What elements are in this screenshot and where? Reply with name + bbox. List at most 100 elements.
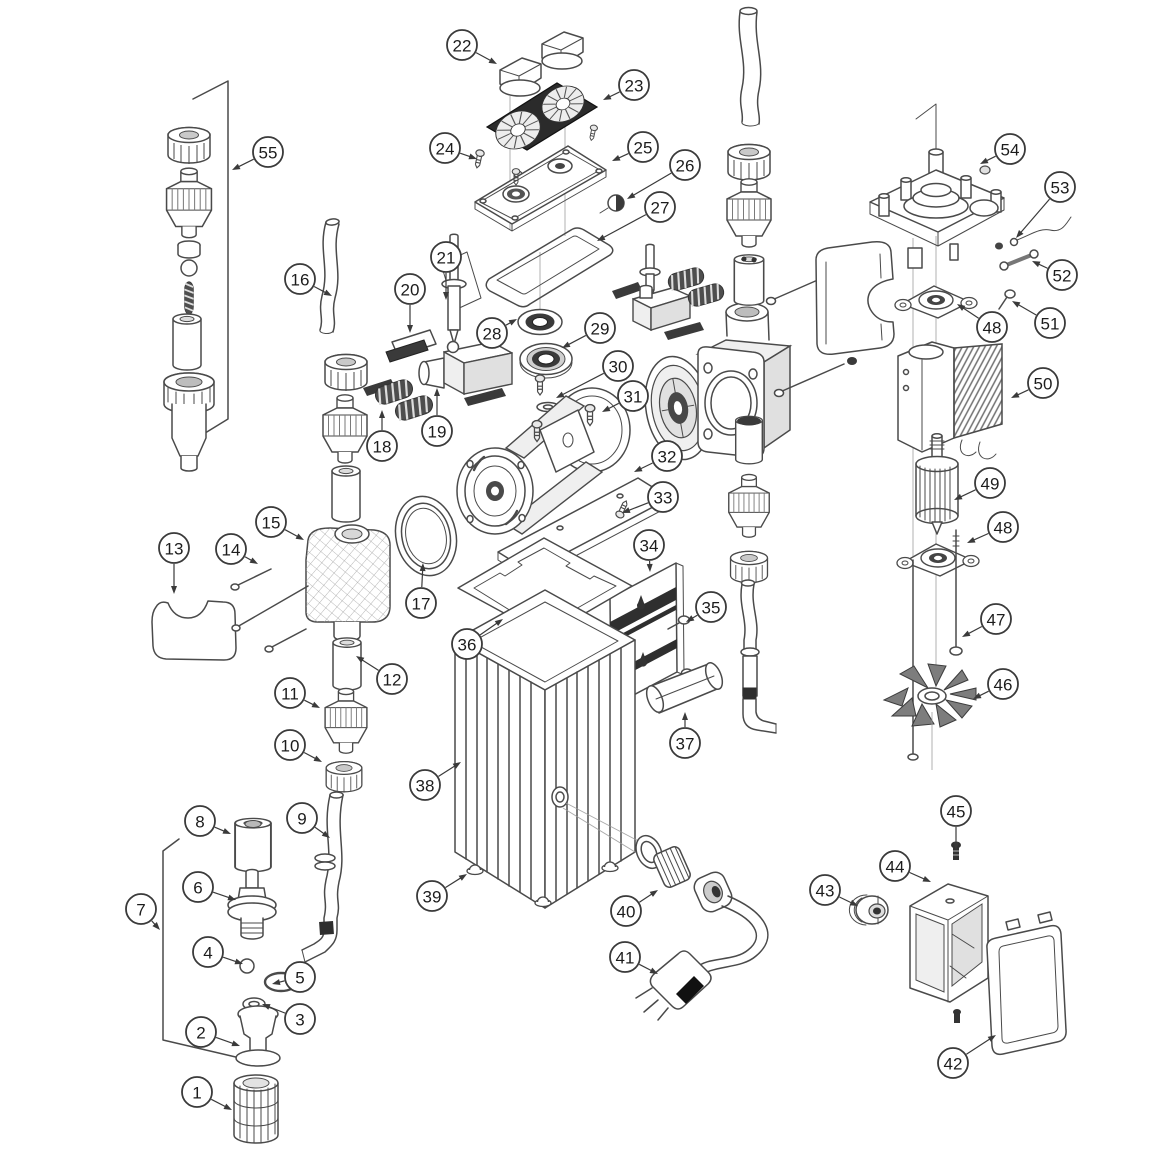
svg-text:32: 32 (658, 448, 677, 467)
callout-55: 55 (232, 136, 284, 170)
pump-mount-block-15 (305, 524, 391, 642)
svg-text:46: 46 (994, 676, 1013, 695)
cover-13 (151, 600, 237, 661)
svg-text:45: 45 (947, 803, 966, 822)
callout-6: 6 (182, 871, 236, 903)
callout-43: 43 (809, 874, 858, 906)
cover-plate-42 (953, 911, 1067, 1056)
ground-wire-53 (995, 216, 1072, 250)
svg-text:18: 18 (373, 438, 392, 457)
svg-text:35: 35 (702, 599, 721, 618)
svg-text:37: 37 (676, 735, 695, 754)
callout-21: 21 (430, 241, 462, 300)
svg-text:55: 55 (259, 144, 278, 163)
callout-28: 28 (476, 317, 517, 349)
svg-text:15: 15 (262, 514, 281, 533)
strap-52 (999, 249, 1039, 271)
fitting-stack-mid (322, 353, 368, 523)
svg-text:31: 31 (624, 388, 643, 407)
rotor-49 (915, 433, 959, 535)
callout-37: 37 (669, 712, 701, 759)
nut-10 (325, 760, 363, 794)
diaphragm (644, 355, 712, 461)
callout-17: 17 (405, 563, 437, 619)
svg-text:25: 25 (634, 139, 653, 158)
svg-text:27: 27 (651, 199, 670, 218)
callout-29: 29 (562, 312, 616, 348)
fan-46 (882, 663, 977, 770)
injection-valve-6 (227, 868, 277, 940)
callout-31: 31 (602, 380, 649, 412)
callout-9: 9 (286, 802, 330, 838)
callout-20: 20 (394, 273, 426, 333)
svg-text:19: 19 (428, 423, 447, 442)
svg-text:28: 28 (483, 325, 502, 344)
callout-46: 46 (973, 668, 1019, 700)
callout-5: 5 (272, 961, 316, 993)
foot-valve-2 (235, 1005, 281, 1067)
svg-text:5: 5 (295, 969, 304, 988)
svg-text:44: 44 (886, 858, 905, 877)
svg-text:40: 40 (617, 903, 636, 922)
svg-text:41: 41 (616, 949, 635, 968)
callout-53: 53 (1016, 171, 1076, 238)
callout-13: 13 (158, 532, 190, 594)
electrical-box-44 (909, 883, 989, 1003)
svg-text:12: 12 (383, 671, 402, 690)
roller-37 (645, 662, 724, 714)
valve-stack-top (726, 6, 772, 306)
callout-54: 54 (980, 133, 1026, 165)
svg-text:1: 1 (192, 1084, 201, 1103)
svg-text:20: 20 (401, 281, 420, 300)
bracket-55 (192, 80, 229, 439)
gasket-ring-17 (394, 495, 458, 577)
callout-10: 10 (274, 729, 322, 762)
svg-text:33: 33 (654, 489, 673, 508)
check-valve-body (163, 372, 215, 472)
callout-49: 49 (954, 467, 1006, 500)
svg-text:43: 43 (816, 882, 835, 901)
svg-text:49: 49 (981, 475, 1000, 494)
motor-50 (897, 341, 1003, 460)
callout-48: 48 (957, 304, 1008, 343)
clamp-bracket (815, 240, 895, 356)
callout-33: 33 (622, 481, 679, 513)
valve-stack-bottom (728, 415, 777, 734)
fitting-11 (324, 687, 368, 754)
svg-text:38: 38 (416, 777, 435, 796)
bracket-7 (162, 838, 241, 1059)
svg-text:47: 47 (987, 611, 1006, 630)
callout-42: 42 (937, 1035, 996, 1079)
cylinder-8 (234, 817, 272, 873)
callout-12: 12 (356, 656, 408, 695)
svg-text:22: 22 (453, 37, 472, 56)
callout-18: 18 (366, 410, 398, 462)
screw-51 (998, 289, 1016, 310)
callout-25: 25 (612, 131, 659, 163)
svg-text:16: 16 (291, 271, 310, 290)
power-cord-41 (635, 895, 769, 1021)
svg-text:14: 14 (222, 541, 241, 560)
callout-50: 50 (1011, 367, 1059, 399)
cylinder-12 (332, 637, 362, 691)
gearbox-54 (869, 103, 1005, 269)
svg-text:23: 23 (625, 77, 644, 96)
callout-34: 34 (633, 529, 665, 572)
svg-text:34: 34 (640, 537, 659, 556)
svg-text:36: 36 (458, 636, 477, 655)
svg-text:53: 53 (1051, 179, 1070, 198)
svg-text:3: 3 (295, 1011, 304, 1030)
callout-38: 38 (409, 762, 461, 801)
callout-40: 40 (610, 890, 658, 927)
callout-45: 45 (940, 795, 972, 850)
strainer-1 (233, 1074, 279, 1144)
tank-38 (454, 589, 649, 909)
svg-text:21: 21 (437, 249, 456, 268)
screws-14 (230, 568, 309, 653)
callout-22: 22 (446, 29, 497, 64)
callout-48: 48 (967, 511, 1019, 543)
callout-8: 8 (184, 805, 231, 837)
pin-26 (599, 194, 625, 214)
callout-36: 36 (451, 619, 503, 660)
callout-27: 27 (597, 191, 676, 241)
